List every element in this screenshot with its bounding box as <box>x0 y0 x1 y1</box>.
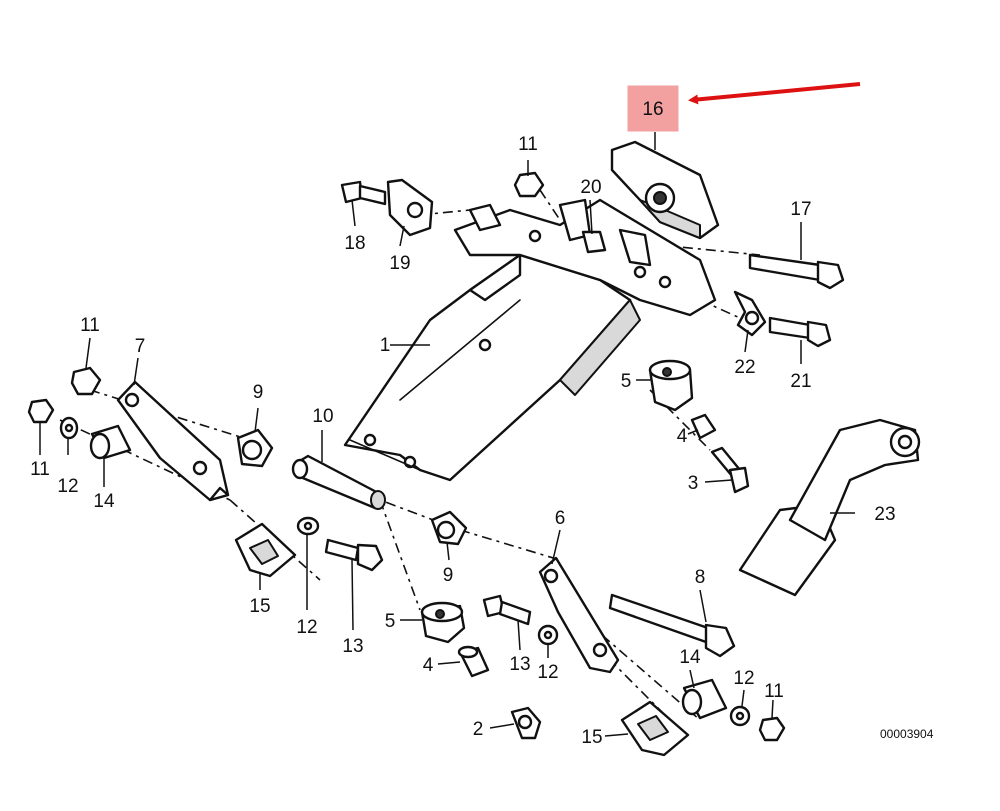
part-14-bushing-right <box>681 678 728 720</box>
callout-15: 15 <box>249 596 270 617</box>
part-13-bolt-bottom <box>482 594 532 626</box>
part-2-ball-stud <box>510 706 542 740</box>
callout-13: 13 <box>509 654 530 675</box>
part-11-nut-left-upper <box>70 366 102 396</box>
part-19-clip <box>386 178 434 237</box>
part-12-washer-middle <box>296 516 320 536</box>
part-3-bolt-right <box>710 446 750 494</box>
part-5-bushing-right <box>648 359 694 412</box>
part-15-retainer-right <box>620 700 690 757</box>
callout-labels: 1 2 3 4 4 5 5 6 7 8 9 9 10 11 11 11 11 1… <box>30 134 895 748</box>
red-arrow-icon <box>688 82 861 105</box>
callout-12: 12 <box>733 668 754 689</box>
callout-5: 5 <box>621 371 632 392</box>
callout-14: 14 <box>679 647 701 668</box>
part-23-pad <box>738 418 921 597</box>
part-15-retainer-left <box>234 522 297 578</box>
part-22-clip <box>733 290 767 337</box>
callout-11: 11 <box>30 459 50 480</box>
callout-4: 4 <box>423 655 434 676</box>
part-21-bolt <box>768 316 832 348</box>
callout-8: 8 <box>695 567 706 588</box>
part-5-bushing-bottom <box>420 601 466 644</box>
callout-20: 20 <box>580 177 601 198</box>
highlight-label: 16 <box>642 99 663 120</box>
part-18-bolt <box>340 180 387 206</box>
part-17-bolt <box>748 253 845 290</box>
part-12-washer-left <box>59 416 79 440</box>
callout-4: 4 <box>677 426 688 447</box>
part-1-steering-column-bracket <box>343 198 717 482</box>
part-13-bolt-middle <box>324 538 384 572</box>
callout-6: 6 <box>555 508 566 529</box>
callout-17: 17 <box>790 199 811 220</box>
drawing-code: 00003904 <box>880 727 934 741</box>
part-4-sleeve-right <box>690 413 717 440</box>
part-11-nut-top <box>513 171 545 198</box>
callout-1: 1 <box>380 335 391 356</box>
callout-12: 12 <box>296 617 317 638</box>
part-4-sleeve-bottom <box>457 645 490 678</box>
part-10-tube <box>291 454 386 510</box>
callout-23: 23 <box>874 504 895 525</box>
callout-3: 3 <box>688 473 699 494</box>
callout-2: 2 <box>473 719 484 740</box>
part-7-lever <box>116 380 230 502</box>
part-11-nut-right <box>758 716 786 742</box>
part-9-bushing-left <box>236 428 274 468</box>
part-20-nut <box>581 230 607 254</box>
part-12-washer-right <box>729 705 751 727</box>
callout-9: 9 <box>253 382 264 403</box>
callout-10: 10 <box>312 406 333 427</box>
part-9-bushing-center <box>430 510 468 546</box>
callout-7: 7 <box>135 336 146 357</box>
callout-12: 12 <box>57 476 78 497</box>
part-14-bushing-left <box>89 424 132 460</box>
callout-5: 5 <box>385 611 396 632</box>
callout-22: 22 <box>734 357 755 378</box>
highlighted-part-callout: 16 <box>627 82 861 132</box>
part-6-lever <box>538 556 620 674</box>
leader-lines <box>39 132 855 737</box>
part-16-clamp <box>610 140 720 240</box>
callout-21: 21 <box>790 371 811 392</box>
callout-12: 12 <box>537 662 558 683</box>
callout-19: 19 <box>389 253 410 274</box>
part-12-washer-bottom <box>537 624 559 646</box>
callout-15: 15 <box>581 727 602 748</box>
callout-14: 14 <box>93 491 115 512</box>
callout-18: 18 <box>344 233 365 254</box>
callout-9: 9 <box>443 565 454 586</box>
highlight-box <box>627 85 679 132</box>
part-11-nut-left <box>27 398 55 424</box>
callout-13: 13 <box>342 636 363 657</box>
callout-11: 11 <box>80 315 100 336</box>
part-8-long-bolt <box>608 593 736 658</box>
callout-11: 11 <box>518 134 538 155</box>
callout-11: 11 <box>764 681 784 702</box>
